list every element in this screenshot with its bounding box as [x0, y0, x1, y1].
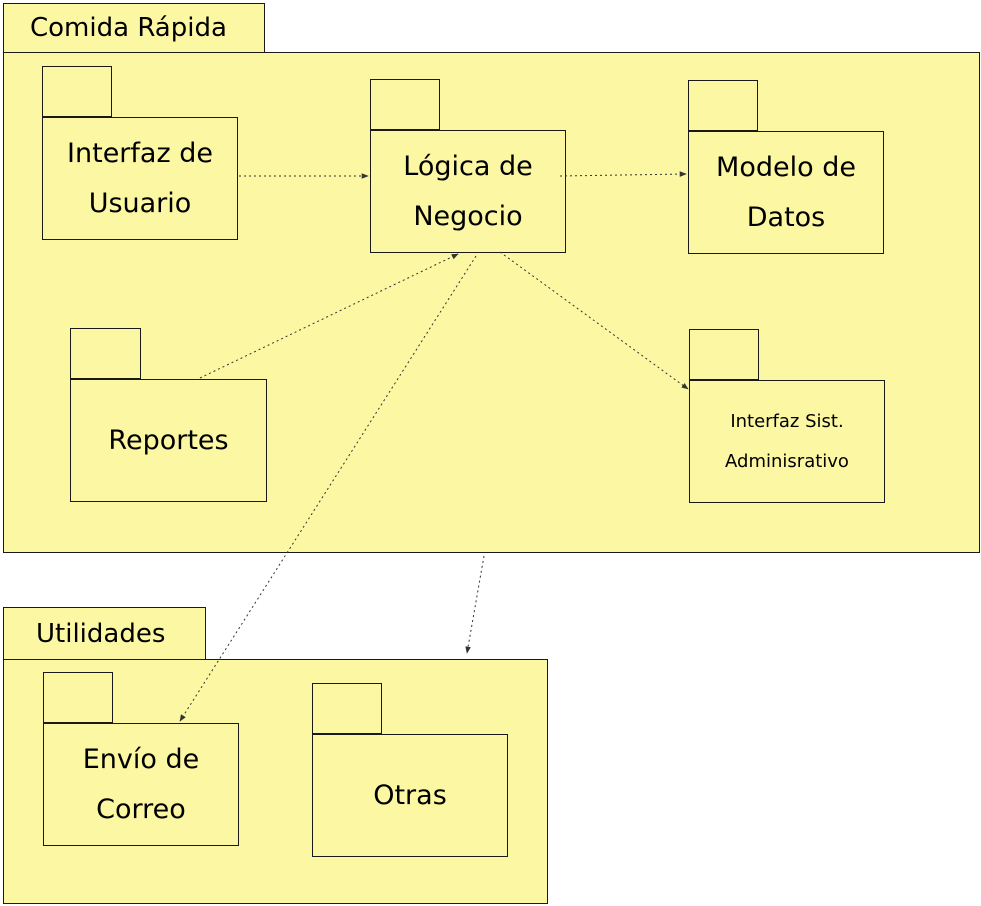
module-label-line: Reportes: [108, 424, 229, 456]
module-logica-negocio: Lógica de Negocio: [370, 130, 566, 253]
module-label-line: Adminisrativo: [725, 450, 849, 472]
module-interfaz-admin: Interfaz Sist. Adminisrativo: [689, 380, 885, 503]
module-otras: Otras: [312, 734, 508, 857]
module-reportes: Reportes: [70, 379, 267, 502]
module-tab-modelo-datos: [688, 80, 758, 131]
module-label-line: Correo: [96, 793, 186, 825]
module-tab-envio-correo: [43, 672, 113, 723]
module-envio-correo: Envío de Correo: [43, 723, 239, 846]
module-label-line: Lógica de: [403, 150, 533, 182]
module-label-line: Otras: [373, 779, 447, 811]
module-tab-interfaz-admin: [689, 329, 759, 380]
module-label-line: Negocio: [413, 200, 523, 232]
package-tab-utilidades: Utilidades: [3, 607, 206, 660]
package-label-utilidades: Utilidades: [36, 618, 166, 649]
module-label-line: Datos: [746, 201, 826, 233]
module-label-line: Modelo de: [716, 151, 856, 183]
module-tab-interfaz-usuario: [42, 66, 112, 117]
module-label-line: Envío de: [82, 743, 200, 775]
module-label-line: Interfaz de: [67, 137, 213, 169]
package-label-comida-rapida: Comida Rápida: [30, 13, 227, 43]
arrow-package-dependency: [465, 555, 485, 654]
package-tab-comida-rapida: Comida Rápida: [3, 3, 265, 53]
module-modelo-datos: Modelo de Datos: [688, 131, 884, 254]
module-label-line: Interfaz Sist.: [730, 410, 844, 432]
module-tab-otras: [312, 683, 382, 734]
module-interfaz-usuario: Interfaz de Usuario: [42, 117, 238, 240]
module-tab-reportes: [70, 328, 141, 379]
module-tab-logica-negocio: [370, 79, 440, 130]
module-label-line: Usuario: [88, 187, 192, 219]
